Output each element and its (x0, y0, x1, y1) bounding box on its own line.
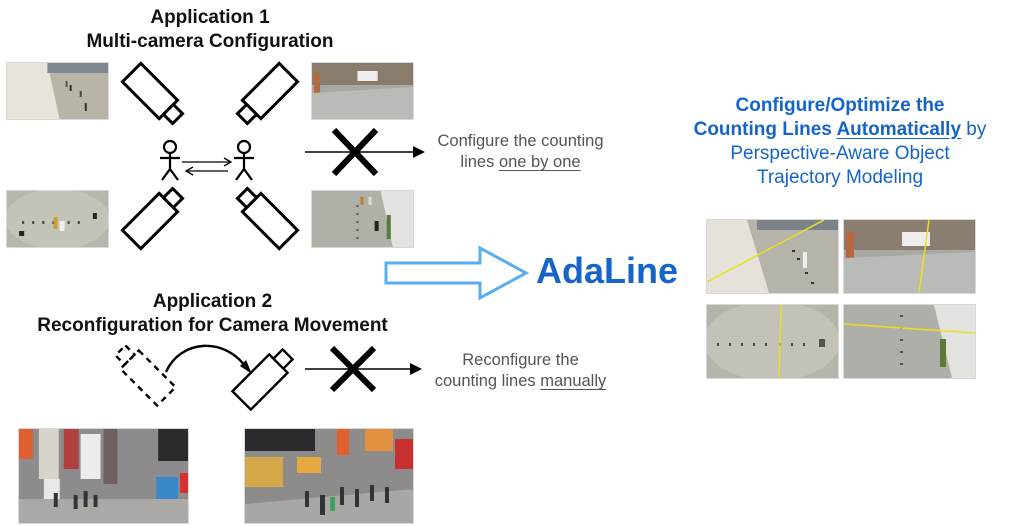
counting-line-2 (918, 220, 930, 293)
app1-note-line2-text: lines (460, 153, 499, 171)
app1-camera-photo-top-right (311, 62, 414, 120)
result-photo-4 (843, 304, 976, 379)
result-photo-1 (706, 219, 839, 294)
app1-title-line2: Multi-camera Configuration (86, 31, 334, 52)
street-photo-before (18, 428, 189, 524)
app2-title: Application 2 Reconfiguration for Camera… (35, 290, 390, 338)
camera-old-position-dashed-icon (113, 343, 178, 408)
app2-blocked-arrow (305, 363, 422, 375)
adaline-description: Configure/Optimize the Counting Lines Au… (650, 94, 1024, 190)
counting-line-1 (707, 220, 825, 283)
app2-diagram (113, 343, 422, 412)
counting-line-3 (778, 305, 782, 378)
description-line2-post: by (961, 119, 987, 140)
adaline-label: AdaLine (536, 250, 679, 291)
app2-title-line1: Application 2 (152, 291, 273, 312)
counting-line-4 (844, 323, 975, 334)
person-icon-left (160, 139, 180, 181)
camera-new-position-icon (230, 347, 295, 412)
description-line2-pre: Counting Lines (693, 119, 837, 140)
movement-arrow-icon (164, 344, 252, 374)
camera-icon-top-left (120, 61, 185, 126)
app1-note-emphasis: one by one (498, 153, 581, 171)
app1-title: Application 1 Multi-camera Configuration (60, 6, 360, 54)
result-photo-2 (843, 219, 976, 294)
app2-title-line2: Reconfiguration for Camera Movement (37, 315, 388, 336)
app2-note-emphasis: manually (540, 372, 607, 390)
camera-icon-top-right (235, 61, 300, 126)
app1-diagram (120, 61, 425, 251)
app2-note-line1: Reconfigure the (462, 351, 579, 369)
camera-icon-bottom-left (120, 186, 185, 251)
camera-icon-bottom-right (235, 186, 300, 251)
description-emphasis: Automatically (836, 119, 962, 140)
description-line4: Trajectory Modeling (756, 167, 924, 188)
description-line1: Configure/Optimize the (735, 95, 945, 116)
app2-note-line2: counting lines manually (418, 371, 623, 392)
app2-note: Reconfigure the counting lines manually (418, 350, 623, 392)
description-line3: Perspective-Aware Object (730, 143, 950, 164)
app1-camera-photo-bottom-right (311, 190, 414, 248)
app1-title-line1: Application 1 (150, 7, 270, 28)
app1-note-line2: lines one by one (418, 152, 623, 173)
app1-camera-photo-top-left (6, 62, 109, 120)
street-photo-after (244, 428, 414, 524)
app2-note-line2-text: counting lines (434, 372, 541, 390)
app1-blocked-arrow (305, 146, 425, 158)
app1-note: Configure the counting lines one by one (418, 131, 623, 173)
person-icon-right (234, 139, 254, 181)
app1-note-line1: Configure the counting (437, 132, 604, 150)
result-photo-3 (706, 304, 839, 379)
cross-icon-app2 (329, 345, 377, 393)
app1-camera-photo-bottom-left (6, 190, 109, 248)
description-line2: Counting Lines Automatically by (650, 118, 1024, 142)
cross-icon-app1 (331, 127, 379, 177)
hollow-arrow-icon (384, 245, 530, 301)
exchange-arrows-icon (182, 157, 233, 176)
